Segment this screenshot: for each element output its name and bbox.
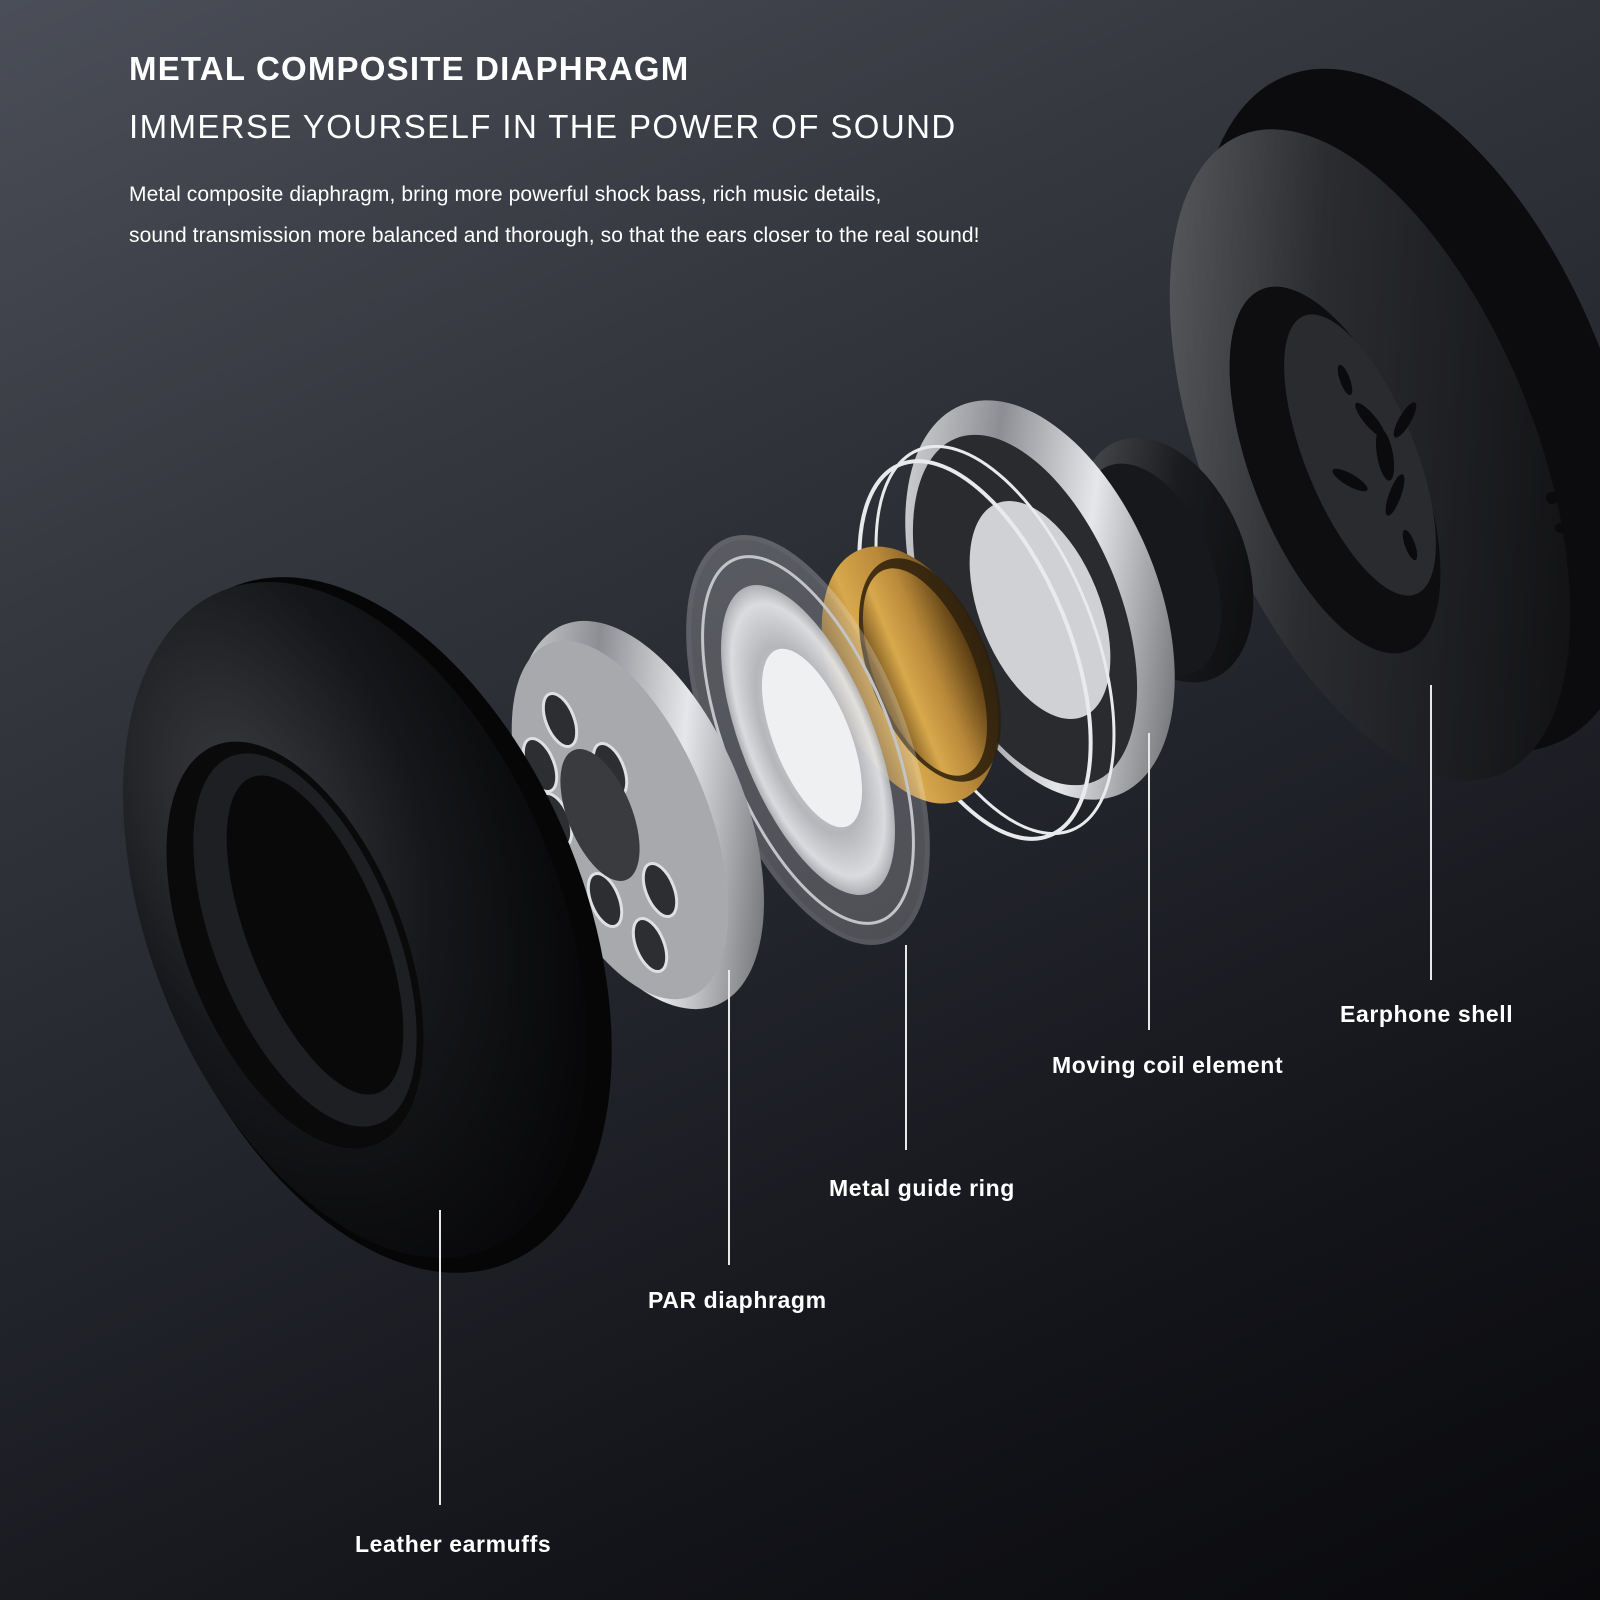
par-diaphragm-leader-line bbox=[728, 970, 730, 1265]
metal-guide-ring-leader-line bbox=[905, 945, 907, 1150]
subheadline: IMMERSE YOURSELF IN THE POWER OF SOUND bbox=[129, 108, 957, 145]
leather-earmuff bbox=[123, 577, 612, 1273]
moving-coil-label: Moving coil element bbox=[1052, 1052, 1284, 1078]
earphone-shell-leader-line bbox=[1430, 685, 1432, 980]
par-diaphragm-label: PAR diaphragm bbox=[648, 1287, 827, 1313]
metal-guide-ring bbox=[686, 535, 930, 945]
metal-guide-ring-label: Metal guide ring bbox=[829, 1175, 1015, 1201]
moving-coil-element bbox=[905, 400, 1254, 800]
earphone-shell-label: Earphone shell bbox=[1340, 1001, 1514, 1027]
description-line-1: Metal composite diaphragm, bring more po… bbox=[129, 183, 882, 206]
description-line-2: sound transmission more balanced and tho… bbox=[129, 224, 980, 247]
moving-coil-leader-line bbox=[1148, 733, 1150, 1030]
earphone-shell bbox=[1169, 68, 1600, 781]
leather-earmuffs-label: Leather earmuffs bbox=[355, 1531, 552, 1557]
headline: METAL COMPOSITE DIAPHRAGM bbox=[129, 50, 690, 87]
leather-earmuffs-leader-line bbox=[439, 1210, 441, 1505]
